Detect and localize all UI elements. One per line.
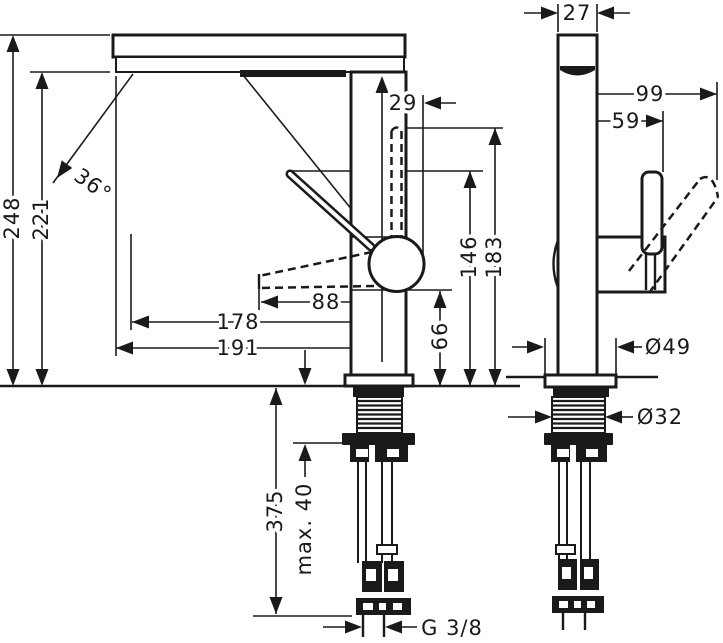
dim-hose-length-375: 375 xyxy=(263,489,287,532)
dim-swivel-angle: 36° xyxy=(70,163,117,206)
lever-handle-dashed-side xyxy=(628,175,720,294)
faucet-body-side xyxy=(556,33,599,377)
lever-handle-side xyxy=(640,170,664,256)
dim-height-66: 66 xyxy=(428,322,452,351)
base-gasket-front xyxy=(353,386,404,397)
handle-pivot-circle xyxy=(367,235,426,293)
base-gasket-side xyxy=(553,387,609,397)
dim-reach-178: 178 xyxy=(216,310,259,334)
dim-reach-191: 191 xyxy=(216,336,259,360)
dim-outlet-offset: 29 xyxy=(389,91,418,115)
dim-height-183: 183 xyxy=(482,235,506,278)
hose-connectors-front xyxy=(356,561,411,637)
spout-underside xyxy=(115,56,405,73)
base-flange-side xyxy=(543,373,618,389)
front-view xyxy=(111,33,426,637)
dim-height-146: 146 xyxy=(457,235,481,278)
dim-total-height: 248 xyxy=(0,196,24,239)
dim-hose-thread: G 3/8 xyxy=(421,616,483,640)
dim-lever-reach-99: 99 xyxy=(636,82,665,106)
side-view xyxy=(543,33,720,630)
base-flange-front xyxy=(343,373,415,388)
hose-clamp-side xyxy=(555,544,576,555)
dim-reach-88: 88 xyxy=(312,290,341,314)
dim-shank-diameter: Ø32 xyxy=(637,405,683,429)
mounting-shank-front xyxy=(342,396,415,462)
dim-max-counter-thickness: max. 40 xyxy=(292,483,316,576)
mounting-nut-front xyxy=(342,433,415,445)
cartridge-housing-side xyxy=(595,235,667,294)
dim-spout-height: 221 xyxy=(29,197,53,240)
spout-shadow-band xyxy=(240,70,346,77)
hose-connectors-side xyxy=(552,559,604,630)
swivel-joint-bulge xyxy=(552,239,560,289)
spout-outlet-side xyxy=(560,66,595,76)
hose-clamp-front xyxy=(376,544,398,555)
supply-hoses-side xyxy=(558,462,591,560)
spout-bar xyxy=(111,33,407,59)
dim-lever-reach-59: 59 xyxy=(612,109,641,133)
dim-base-diameter: Ø49 xyxy=(645,335,691,359)
dim-spout-width-27: 27 xyxy=(563,1,592,25)
faucet-body-front xyxy=(349,70,408,377)
mounting-nut-side xyxy=(544,433,613,445)
lever-handle-dashed-down xyxy=(258,250,375,290)
lever-handle-dashed-up xyxy=(390,126,403,240)
mounting-shank-side xyxy=(544,396,613,462)
